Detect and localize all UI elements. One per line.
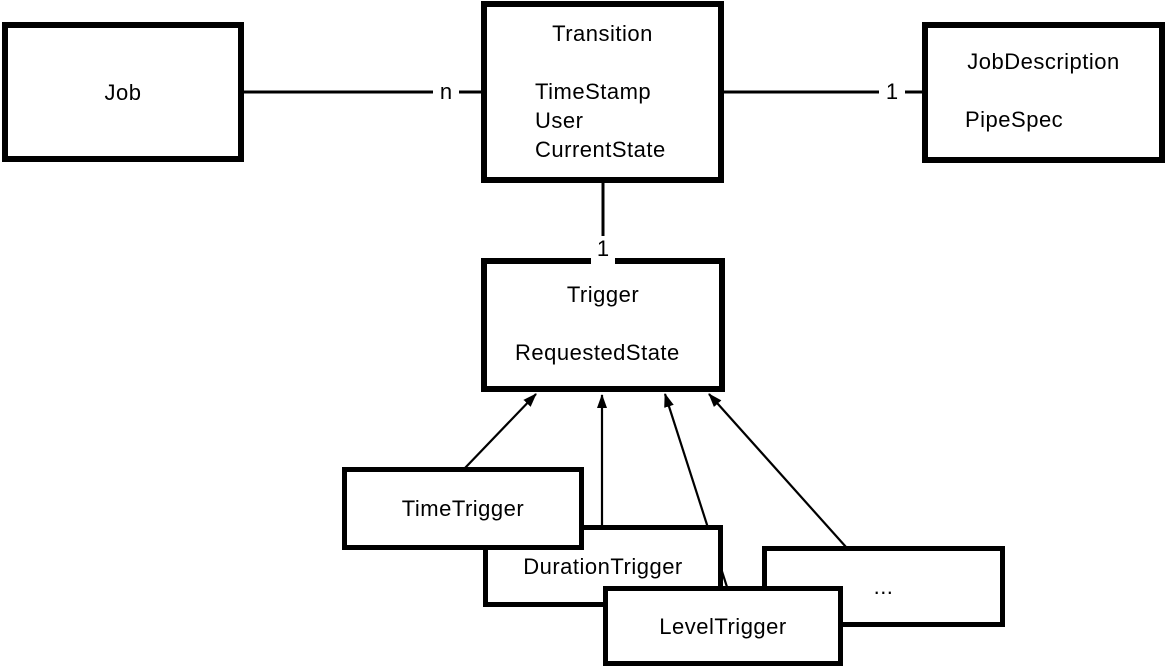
- class-attribute: RequestedState: [515, 340, 680, 365]
- class-attribute: CurrentState: [535, 137, 666, 162]
- class-attributes-trigger: RequestedState: [515, 338, 719, 367]
- arrow-timetrigger-trigger: [464, 393, 537, 469]
- class-attributes-jobdescription: PipeSpec: [965, 105, 1159, 134]
- class-attribute: TimeStamp: [535, 79, 652, 104]
- class-title-jobdescription: JobDescription: [967, 49, 1120, 74]
- class-title-trigger: Trigger: [566, 282, 640, 307]
- class-box-transition: Transition TimeStamp User CurrentState: [481, 1, 724, 183]
- arrow-othertrigger-trigger: [708, 393, 847, 548]
- class-box-jobdescription: JobDescription PipeSpec: [922, 22, 1165, 163]
- class-title-transition: Transition: [552, 21, 653, 46]
- class-box-job: Job: [2, 22, 244, 162]
- class-title-leveltrigger: LevelTrigger: [659, 613, 787, 639]
- multiplicity-label-1-trigger: 1: [591, 236, 615, 264]
- class-title-timetrigger: TimeTrigger: [401, 496, 525, 521]
- class-title-durationtrigger: DurationTrigger: [523, 553, 683, 579]
- class-attribute: PipeSpec: [965, 107, 1064, 132]
- class-title-other-trigger: ...: [873, 574, 894, 599]
- class-attributes-transition: TimeStamp User CurrentState: [535, 77, 718, 164]
- multiplicity-label-n: n: [433, 79, 459, 105]
- class-box-trigger: Trigger RequestedState: [481, 258, 725, 392]
- class-box-timetrigger: TimeTrigger: [342, 467, 584, 550]
- class-title-job: Job: [104, 79, 142, 105]
- class-attribute: User: [535, 108, 584, 133]
- class-box-leveltrigger: LevelTrigger: [603, 586, 843, 666]
- multiplicity-label-1-jobdescription: 1: [879, 79, 905, 105]
